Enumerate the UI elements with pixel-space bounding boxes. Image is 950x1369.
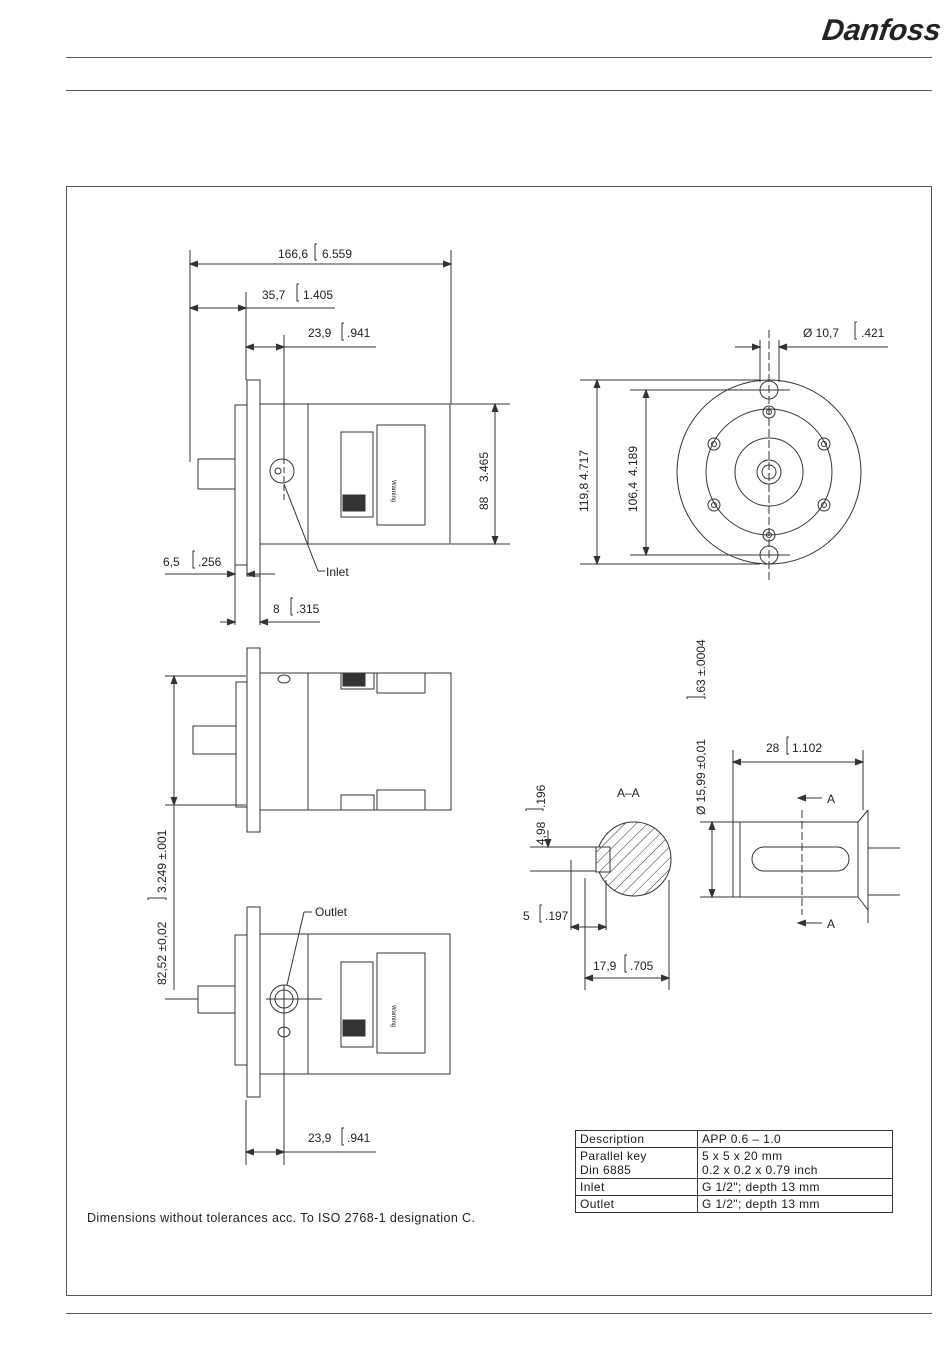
header-rule-bottom [66, 90, 932, 91]
dim-flange-dia: 119,8 [577, 483, 591, 512]
dim-inlet-offset-in: .941 [347, 326, 371, 340]
spec-label: Parallel key Din 6885 [575, 1147, 698, 1179]
spec-label: Outlet [575, 1195, 698, 1213]
tolerance-note: Dimensions without tolerances acc. To IS… [87, 1211, 476, 1225]
dim-hole-dia: Ø 10,7 [803, 326, 839, 340]
dim-key-depth: 4,98 [534, 821, 548, 845]
dim-flange-width-in: .256 [198, 555, 222, 569]
dim-inlet-offset: 23,9 [308, 326, 332, 340]
dim-body-height-in: 3.465 [477, 452, 491, 482]
outlet-view-dims: 82,52 ±0,02 3.249 ±.001 23,9 .941 [147, 806, 376, 1165]
dim-shaft-dia: Ø 15,99 ±0,01 [694, 739, 708, 815]
section-mark-top: A [827, 792, 835, 806]
outlet-label: Outlet [315, 905, 348, 919]
drawing-frame [66, 186, 932, 1296]
spec-value: 5 x 5 x 20 mm 0.2 x 0.2 x 0.79 inch [697, 1147, 893, 1179]
dim-shaft-to-key-in: .705 [630, 959, 654, 973]
outlet-view-warning-label: Warning [390, 1005, 396, 1027]
front-view-flange [676, 330, 862, 580]
side-view-inlet: Warning [197, 379, 451, 577]
dim-shaft-length: 35,7 [262, 288, 286, 302]
dim-flange-gap-in: .315 [296, 602, 320, 616]
dim-flange-width: 6,5 [163, 555, 180, 569]
svg-text:Danfoss: Danfoss [822, 14, 943, 47]
dim-total-length-in: 6.559 [322, 247, 352, 261]
side-view-dims: 166,6 6.559 35,7 1.405 23,9 .941 88 3.46… [163, 243, 510, 626]
section-a-a: A–A 4,98 .196 5 .197 17,9 .705 [523, 784, 672, 990]
dim-key-depth-in: .196 [534, 784, 548, 808]
spec-value: APP 0.6 – 1.0 [697, 1130, 893, 1148]
shaft-detail: Ø 15,99 ±0,01 .63 ±.0004 28 1.102 A A [686, 639, 900, 931]
dim-hole-dia-in: .421 [861, 326, 885, 340]
dim-pilot-dia: 82,52 ±0,02 [155, 921, 169, 985]
top-view [165, 647, 452, 833]
dim-shaft-dia-in: .63 ±.0004 [694, 639, 708, 696]
dim-total-length: 166,6 [278, 247, 308, 261]
dim-shaft-length-in: 1.405 [303, 288, 333, 302]
header-rule-top [66, 57, 932, 58]
dim-shaft-to-key: 17,9 [593, 959, 617, 973]
dim-pilot-dia-in: 3.249 ±.001 [155, 829, 169, 893]
dim-body-height: 88 [477, 496, 491, 510]
dim-key-width: 5 [523, 909, 530, 923]
danfoss-logo: Danfoss [822, 14, 943, 47]
dim-bolt-circle-in: 4.189 [626, 446, 640, 476]
dim-flange-dia-in: 4.717 [577, 450, 591, 480]
dim-key-width-in: .197 [545, 909, 569, 923]
section-label: A–A [617, 786, 640, 800]
footer-rule [66, 1313, 932, 1314]
dim-bolt-circle: 106,4 [626, 482, 640, 512]
dim-shaft-key-len-in: 1.102 [792, 741, 822, 755]
dim-outlet-offset: 23,9 [308, 1131, 332, 1145]
dim-outlet-offset-in: .941 [347, 1131, 371, 1145]
spec-label: Inlet [575, 1178, 698, 1196]
front-view-dims: 119,8 4.717 106,4 4.189 Ø 10,7 .421 [577, 321, 888, 566]
section-mark-bottom: A [827, 917, 835, 931]
dim-shaft-key-len: 28 [766, 741, 780, 755]
side-view-warning-label: Warning [390, 480, 396, 502]
spec-value: G 1/2"; depth 13 mm [697, 1178, 893, 1196]
inlet-label: Inlet [326, 565, 349, 579]
side-view-outlet: Outlet Warning [197, 905, 451, 1098]
spec-label: Description [575, 1130, 698, 1148]
spec-value: G 1/2"; depth 13 mm [697, 1195, 893, 1213]
dim-flange-gap: 8 [273, 602, 280, 616]
